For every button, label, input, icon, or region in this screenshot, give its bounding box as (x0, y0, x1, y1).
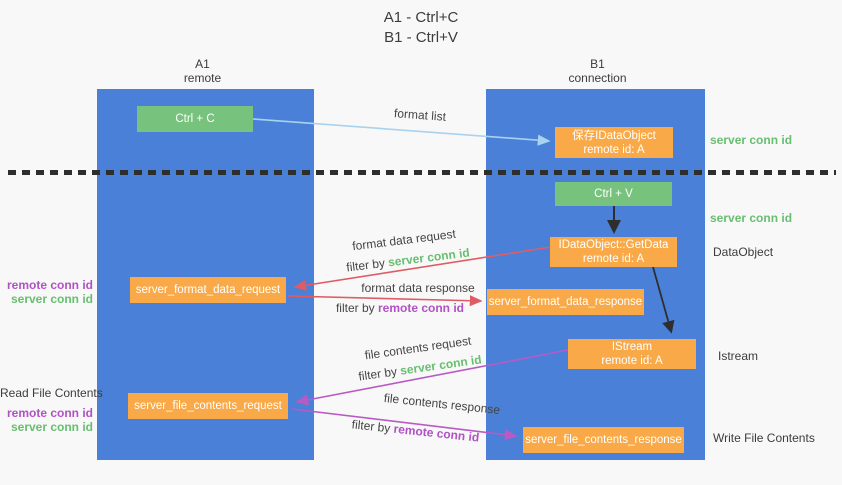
left-column-name: A1 (195, 57, 210, 71)
format-data-response-filter: filter by remote conn id (335, 301, 465, 315)
format-list-label: format list (393, 106, 447, 124)
left-column-role: remote (183, 71, 222, 85)
server-conn-id-label-left-mid: server conn id (10, 292, 93, 306)
remote-conn-id-inline: remote conn id (392, 421, 480, 445)
filter-by-text: filter by (335, 301, 375, 315)
file-request-node: server_file_contents_request (128, 393, 288, 419)
istream-side-label: Istream (718, 349, 759, 363)
diagram-title-line1: A1 - Ctrl+C (383, 9, 459, 26)
ctrl-c-label: Ctrl + C (175, 113, 215, 125)
save-idataobject-node: 保存IDataObject remote id: A (555, 127, 673, 158)
ctrl-v-node: Ctrl + V (555, 182, 672, 206)
save-idataobject-line2: remote id: A (583, 143, 645, 156)
remote-conn-id-inline: remote conn id (378, 301, 465, 315)
ctrl-v-label: Ctrl + V (594, 188, 633, 200)
dashed-separator (8, 170, 836, 175)
file-request-label: server_file_contents_request (134, 400, 282, 412)
diagram-title-line2: B1 - Ctrl+V (384, 29, 458, 46)
diagram-title: A1 - Ctrl+C B1 - Ctrl+V (0, 8, 842, 48)
getdata-node: IDataObject::GetData remote id: A (550, 237, 677, 267)
read-file-contents-label: Read File Contents (0, 386, 103, 400)
server-conn-id-label-left-bottom: server conn id (10, 420, 93, 434)
filter-by-text: filter by (351, 417, 392, 436)
format-response-node: server_format_data_response (487, 289, 644, 315)
file-response-label: server_file_contents_response (525, 434, 682, 446)
format-data-response-label: format data response (361, 281, 475, 295)
format-request-label: server_format_data_request (135, 284, 281, 296)
getdata-line2: remote id: A (582, 253, 645, 265)
ctrl-c-node: Ctrl + C (137, 106, 253, 132)
istream-line2: remote id: A (601, 355, 663, 367)
right-column-header: B1 connection (545, 57, 650, 85)
format-response-label: server_format_data_response (488, 296, 643, 308)
server-conn-id-inline: server conn id (387, 245, 471, 270)
save-idataobject-line1: 保存IDataObject (572, 129, 656, 142)
filter-by-text: filter by (345, 255, 386, 275)
filter-by-text: filter by (357, 364, 398, 384)
file-response-node: server_file_contents_response (523, 427, 684, 453)
right-column-name: B1 (590, 57, 605, 71)
file-contents-response-filter: filter by remote conn id (348, 417, 484, 445)
remote-conn-id-label-mid: remote conn id (6, 278, 93, 292)
server-conn-id-label-top: server conn id (710, 133, 793, 147)
left-column-header: A1 remote (150, 57, 255, 85)
right-column-role: connection (568, 71, 627, 85)
dataobject-label: DataObject (713, 245, 774, 259)
write-file-contents-label: Write File Contents (713, 431, 815, 445)
remote-conn-id-label-bottom: remote conn id (6, 406, 93, 420)
server-conn-id-inline: server conn id (399, 352, 483, 378)
format-request-node: server_format_data_request (130, 277, 286, 303)
getdata-line1: IDataObject::GetData (558, 239, 669, 251)
istream-node: IStream remote id: A (568, 339, 696, 369)
server-conn-id-label-mid: server conn id (710, 211, 793, 225)
istream-line1: IStream (611, 341, 653, 353)
